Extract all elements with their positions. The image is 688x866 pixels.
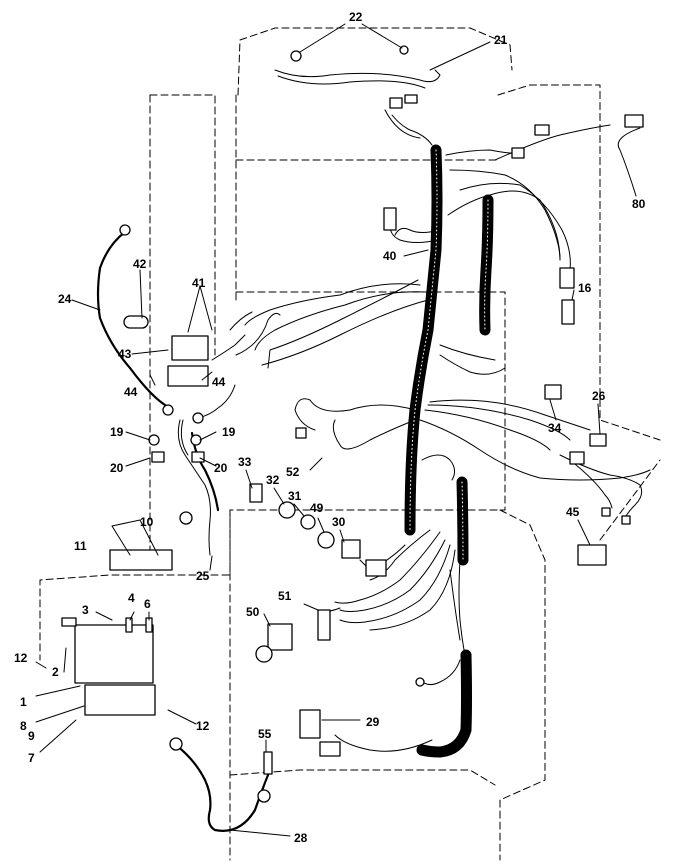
callout-55: 55 [258,727,272,741]
callout-32: 32 [266,473,280,487]
callout-20-right: 20 [214,461,228,475]
frame-outline [39,27,661,861]
callout-30: 30 [332,515,346,529]
callout-28: 28 [294,831,308,845]
callout-33: 33 [238,455,252,469]
callout-24: 24 [58,292,72,306]
callout-3: 3 [82,603,89,617]
callout-19-left: 19 [110,425,124,439]
callout-44-left: 44 [124,385,138,399]
callout-43: 43 [118,347,132,361]
callout-12-top: 12 [14,651,28,665]
callout-2: 2 [52,665,59,679]
callout-19-right: 19 [222,425,236,439]
callout-52: 52 [286,465,300,479]
callout-16: 16 [578,281,592,295]
callout-44-right: 44 [212,375,226,389]
harness-wires [177,69,651,752]
callout-6: 6 [144,597,151,611]
connectors [61,45,644,803]
callout-4: 4 [128,591,135,605]
callout-50: 50 [246,605,260,619]
loom-conduits [404,144,494,758]
callout-12-bottom: 12 [196,719,210,733]
callout-22: 22 [349,10,363,24]
callout-1: 1 [20,695,27,709]
callout-29: 29 [366,715,380,729]
callout-40: 40 [383,249,397,263]
callout-31: 31 [288,489,302,503]
leader-lines [35,23,641,837]
callout-7: 7 [28,751,35,765]
callout-80: 80 [632,197,646,211]
callout-10: 10 [140,515,154,529]
callout-8: 8 [20,719,27,733]
callout-41: 41 [192,276,206,290]
callout-42: 42 [133,257,147,271]
callout-20-left: 20 [110,461,124,475]
callout-45: 45 [566,505,580,519]
callout-9: 9 [28,729,35,743]
callout-26: 26 [592,389,606,403]
callout-34: 34 [548,421,562,435]
callout-21: 21 [494,33,508,47]
callout-labels: 22 21 80 16 40 42 41 24 43 44 44 19 19 2… [14,10,646,845]
callout-25: 25 [196,569,210,583]
callout-49: 49 [310,501,324,515]
callout-51: 51 [278,589,292,603]
callout-11: 11 [74,539,87,553]
